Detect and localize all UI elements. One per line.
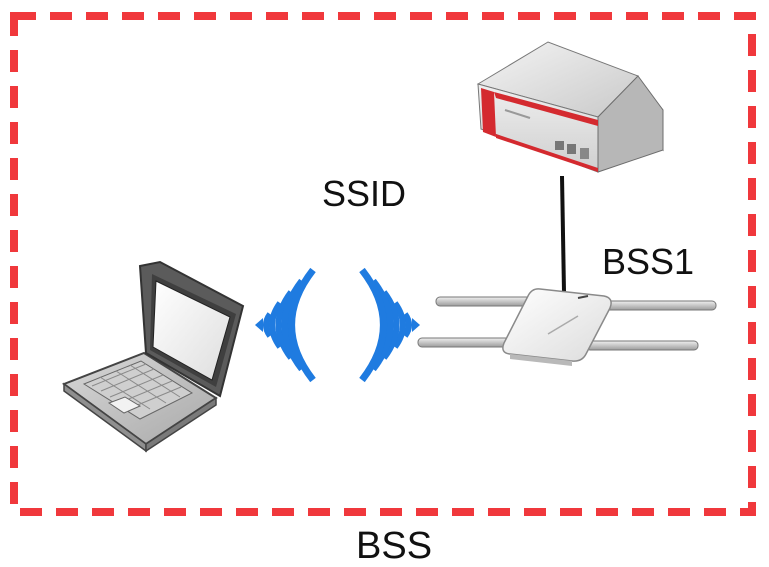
bss1-label: BSS1	[602, 241, 695, 282]
bss-label: BSS	[356, 525, 433, 567]
wifi-signal-icon	[255, 267, 316, 383]
ssid-label: SSID	[322, 173, 407, 214]
bss-boundary	[10, 12, 756, 516]
laptop-icon	[61, 260, 245, 453]
network-cable	[560, 175, 566, 293]
access-point-icon	[417, 288, 717, 366]
wifi-signal-icon	[359, 267, 420, 383]
router-icon	[476, 41, 664, 303]
